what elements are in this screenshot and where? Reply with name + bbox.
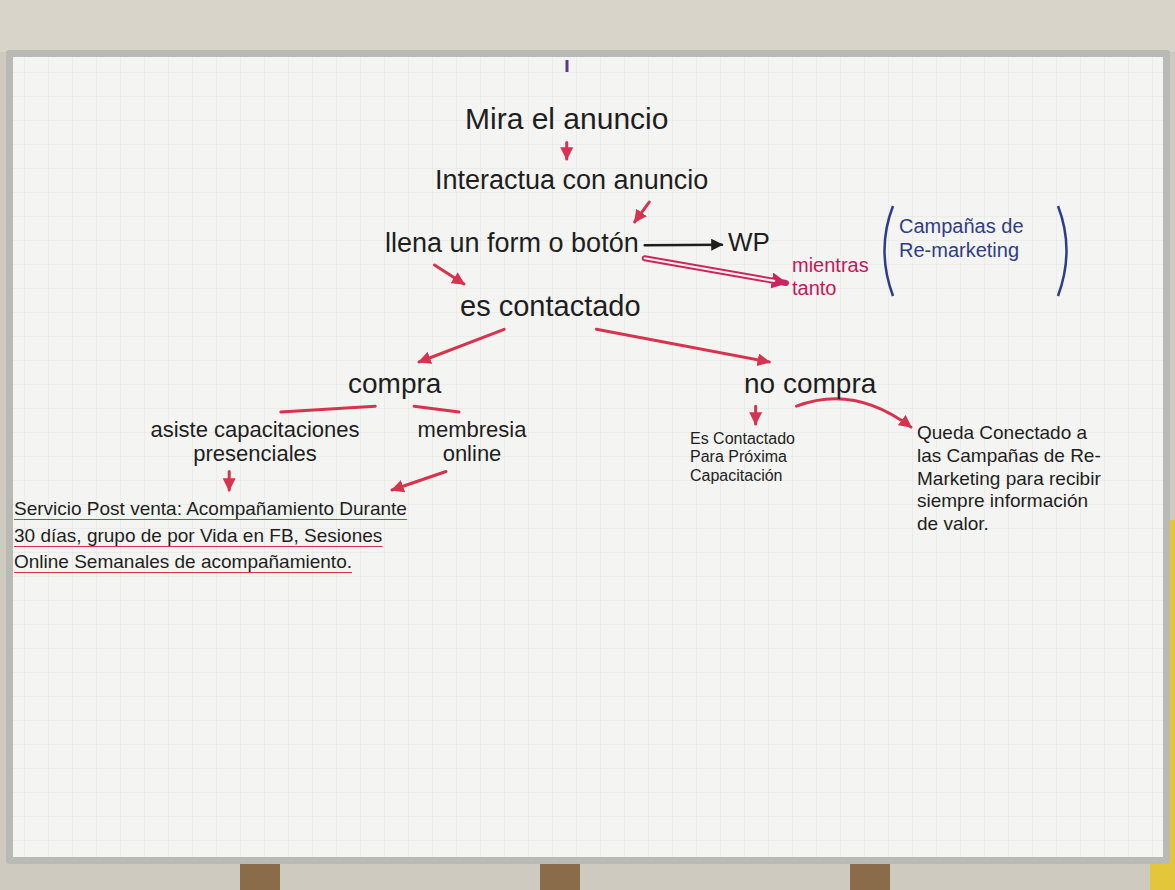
option-text: asiste capacitaciones presenciales — [126, 416, 384, 468]
node-text: Mira el anuncio — [465, 102, 668, 137]
connector — [797, 399, 911, 427]
note-text: mientras tanto — [790, 252, 882, 302]
node-text: mientras tanto — [792, 254, 880, 300]
bracket — [1058, 206, 1067, 296]
connector — [596, 329, 769, 362]
connector — [645, 258, 786, 283]
arrow-line — [392, 472, 446, 491]
arrow-line — [645, 243, 722, 246]
step-text: llena un form o botón — [383, 226, 641, 261]
node-text: no compra — [744, 368, 876, 400]
node-text: llena un form o botón — [385, 228, 639, 259]
connector — [645, 244, 722, 246]
bracket-note: Campañas de Re-marketing — [897, 212, 1055, 264]
marker-dot — [566, 60, 569, 72]
board-frame — [6, 50, 1170, 864]
board-grid — [13, 57, 1163, 857]
node-text: Es Contactado Para Próxima Capacitación — [690, 430, 820, 485]
arrow-line — [435, 265, 464, 284]
branch-text: no compra — [742, 366, 878, 402]
branch-text: compra — [346, 366, 443, 402]
node-text: Servicio Post venta: Acompañamiento Dura… — [14, 496, 410, 576]
node-text: WP — [728, 228, 770, 258]
double-arrow-gap — [645, 258, 775, 281]
node-text: Interactua con anuncio — [435, 165, 708, 196]
step-text: Mira el anuncio — [463, 100, 670, 139]
connector — [566, 143, 567, 160]
connector — [635, 202, 650, 222]
service-text: Servicio Post venta: Acompañamiento Dura… — [12, 494, 412, 578]
arrow-line — [596, 329, 769, 362]
node-text: membresia online — [409, 418, 535, 466]
outcome-text: Queda Conectado a las Campañas de Re-Mar… — [915, 420, 1113, 538]
arrow-line — [281, 406, 375, 412]
connector — [392, 472, 446, 491]
arrow-line — [635, 202, 650, 222]
arrow-line — [419, 329, 504, 362]
option-text: membresia online — [407, 416, 537, 468]
connector — [229, 472, 230, 491]
wall — [0, 0, 1175, 52]
target-text: WP — [726, 226, 772, 260]
node-text: asiste capacitaciones presenciales — [128, 418, 382, 466]
connector — [419, 329, 504, 362]
connector — [755, 406, 756, 424]
board-surface — [13, 57, 1163, 857]
arrow-line — [414, 406, 459, 412]
node-text: compra — [348, 368, 441, 400]
arrow-line — [565, 143, 568, 160]
node-text: Queda Conectado a las Campañas de Re-Mar… — [917, 422, 1111, 536]
arrow-line — [754, 406, 757, 424]
double-arrow — [645, 258, 786, 283]
step-text: Interactua con anuncio — [433, 163, 710, 198]
connector — [435, 265, 464, 284]
arrow-line — [228, 472, 231, 491]
node-text: es contactado — [460, 290, 641, 323]
connector — [414, 406, 459, 412]
outcome-text: Es Contactado Para Próxima Capacitación — [688, 428, 822, 487]
bracket — [885, 206, 894, 296]
arrow-line — [797, 399, 911, 427]
connector — [281, 406, 375, 412]
step-text: es contactado — [458, 288, 643, 325]
